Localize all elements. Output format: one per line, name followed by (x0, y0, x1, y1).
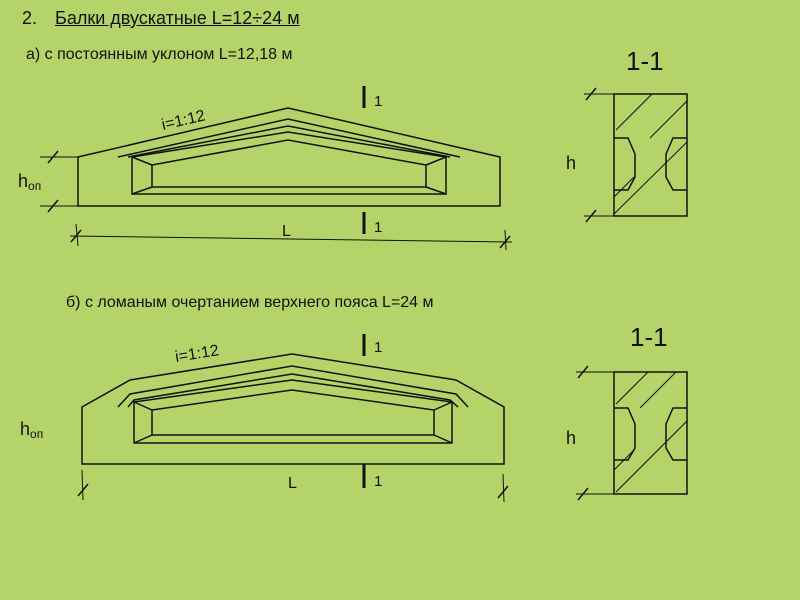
beam-b-chord-line-1 (117, 365, 469, 408)
beam-a-chord-line-2 (127, 125, 451, 158)
beam-b-haunch-left (133, 401, 153, 444)
beam-b-web-opening (133, 379, 453, 444)
beam-a-hop-tick-bottom (47, 199, 59, 213)
beam-a-dim-tick-right (499, 235, 511, 249)
beam-a-haunch-right (425, 156, 447, 195)
beam-a-cut-label-bottom: 1 (374, 219, 382, 236)
section-a-title: 1-1 (626, 46, 664, 76)
beam-a-slope-label: i=1:12 (160, 107, 207, 133)
beam-a-length-label: L (282, 223, 291, 240)
beam-b-h-base: h (20, 419, 30, 439)
beam-b-inner-panel (151, 389, 435, 436)
beam-a-dim-ext-right (504, 229, 507, 251)
section-b-h-tick-bottom (577, 487, 589, 501)
section-b-h-label: h (566, 428, 576, 448)
section-a-outline (613, 93, 688, 217)
beam-b-dim-ext-right (502, 473, 505, 503)
beam-b-outline (81, 353, 505, 465)
title-number: 2. (22, 8, 38, 28)
beam-a-dim-tick-left (70, 229, 82, 243)
section-a-profile (614, 137, 687, 191)
beam-a-h-base: h (18, 171, 28, 191)
section-a-hatching (613, 93, 688, 215)
beam-b-h-sub: оп (30, 427, 43, 441)
beam-b-dim-tick-right (497, 485, 509, 499)
section-a-h-tick-bottom (585, 209, 597, 223)
beam-a-web-opening (131, 131, 447, 195)
title-text: Балки двускатные L=12÷24 м (55, 8, 300, 28)
beam-a-chord-line-1 (117, 118, 461, 158)
beam-b-length-label: L (288, 475, 297, 492)
beam-a-drawing: i=1:12 hоп L 1 1 (18, 86, 513, 251)
beam-a-h-sub: оп (28, 179, 41, 193)
section-b-hatching (613, 371, 688, 493)
beam-a-cut-label-top: 1 (374, 93, 382, 110)
beam-b-cut-label-bottom: 1 (374, 473, 382, 490)
beam-a-hop-tick-top (47, 150, 59, 164)
section-b-profile (614, 407, 687, 461)
section-b-h-tick-top (577, 365, 589, 379)
beam-a-inner-panel (151, 139, 427, 188)
slide-title: 2. Балки двускатные L=12÷24 м (22, 8, 300, 29)
section-b-drawing: 1-1 h (566, 322, 688, 501)
caption-beam-a: а) с постоянным уклоном L=12,18 м (26, 46, 293, 63)
beam-b-cut-label-top: 1 (374, 339, 382, 356)
beam-b-haunch-right (433, 401, 453, 444)
section-a-h-tick-top (585, 87, 597, 101)
caption-beam-b: б) с ломаным очертанием верхнего пояса L… (66, 294, 434, 311)
beam-a-dim-line (69, 235, 513, 243)
beam-a-outline (77, 107, 501, 207)
section-b-outline (613, 371, 688, 495)
beam-a-h-label: hоп (18, 171, 41, 193)
section-b-title: 1-1 (630, 322, 668, 352)
beam-a-haunch-left (131, 156, 153, 195)
beam-b-drawing: i=1:12 hоп L 1 1 (20, 334, 509, 503)
beam-b-dim-ext-left (81, 469, 84, 501)
beam-b-dim-tick-left (77, 483, 89, 497)
section-a-drawing: 1-1 h (566, 46, 688, 223)
beam-b-h-label: hоп (20, 419, 43, 441)
section-a-h-label: h (566, 153, 576, 173)
beam-b-slope-label: i=1:12 (174, 342, 220, 366)
